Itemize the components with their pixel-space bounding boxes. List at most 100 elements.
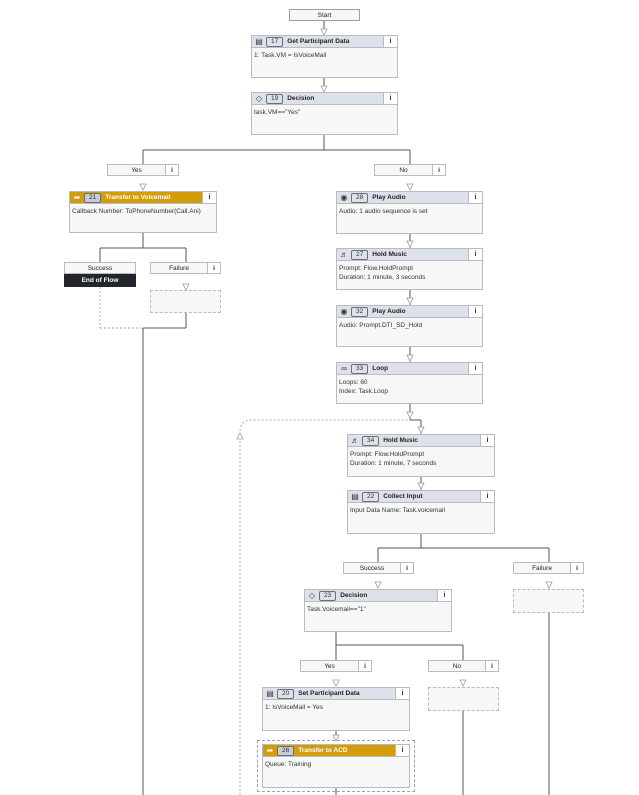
node-number: 26 xyxy=(277,745,295,756)
branch-yes-1[interactable]: Yes i xyxy=(107,164,179,176)
database-icon: ▤ xyxy=(255,37,263,46)
transfer-icon: ➦ xyxy=(73,193,81,202)
node-detail: Duration: 1 minute, 3 seconds xyxy=(339,274,426,281)
node-detail: Prompt: Flow.HoldPrompt xyxy=(339,265,414,272)
branch-label: Failure xyxy=(532,564,552,572)
node-detail: Callback Number: ToPhoneNumber(Call.Ani) xyxy=(72,208,201,215)
info-icon[interactable]: i xyxy=(480,435,494,446)
node-title: Play Audio xyxy=(372,308,406,315)
info-icon[interactable]: i xyxy=(202,192,216,203)
info-icon[interactable]: i xyxy=(383,36,397,47)
node-title: Decision xyxy=(287,95,315,102)
info-icon[interactable]: i xyxy=(468,306,482,317)
music-icon: ♬ xyxy=(351,436,359,445)
end-of-flow[interactable]: End of Flow xyxy=(64,274,136,287)
info-icon[interactable]: i xyxy=(207,263,220,273)
branch-label: Yes xyxy=(131,166,142,174)
node-title: Get Participant Data xyxy=(287,38,350,45)
branch-no-1[interactable]: No i xyxy=(374,164,446,176)
branch-success-2[interactable]: Success i xyxy=(343,562,414,574)
empty-drop-target[interactable] xyxy=(513,589,584,613)
node-title: Play Audio xyxy=(372,194,406,201)
empty-drop-target[interactable] xyxy=(428,687,499,711)
info-icon[interactable]: i xyxy=(432,165,445,175)
info-icon[interactable]: i xyxy=(437,590,451,601)
play-icon: ◉ xyxy=(340,193,348,202)
link-icon: ∞ xyxy=(341,364,347,373)
info-icon[interactable]: i xyxy=(395,745,409,756)
node-number: 32 xyxy=(351,306,369,317)
info-icon[interactable]: i xyxy=(383,93,397,104)
branch-label: Failure xyxy=(169,264,189,272)
node-detail: 1: IsVoiceMail = Yes xyxy=(265,704,323,711)
branch-label: No xyxy=(399,166,408,174)
play-icon: ◉ xyxy=(340,307,348,316)
music-icon: ♬ xyxy=(340,250,348,259)
node-title: Hold Music xyxy=(383,437,418,444)
info-icon[interactable]: i xyxy=(358,661,371,671)
node-detail: Queue: Training xyxy=(265,761,312,768)
info-icon[interactable]: i xyxy=(395,688,409,699)
branch-no-2[interactable]: No i xyxy=(428,660,499,672)
empty-drop-target[interactable] xyxy=(150,290,221,313)
node-title: Loop xyxy=(372,365,389,372)
branch-failure-1[interactable]: Failure i xyxy=(150,262,221,274)
node-number: 21 xyxy=(84,192,102,203)
node-number: 33 xyxy=(351,363,369,374)
node-title: Collect Input xyxy=(383,493,423,500)
node-number: 28 xyxy=(351,192,369,203)
branch-label: Success xyxy=(359,564,385,572)
node-title: Transfer to ACD xyxy=(298,747,348,754)
node-number: 27 xyxy=(351,249,369,260)
diamond-icon: ◇ xyxy=(308,591,316,600)
transfer-icon: ➦ xyxy=(266,746,274,755)
branch-success-1[interactable]: Success xyxy=(64,262,136,274)
info-icon[interactable]: i xyxy=(480,491,494,502)
node-title: Hold Music xyxy=(372,251,407,258)
node-detail: task.VM=="Yes" xyxy=(254,109,301,116)
info-icon[interactable]: i xyxy=(485,661,498,671)
node-detail: Prompt: Flow.HoldPrompt xyxy=(350,451,425,458)
info-icon[interactable]: i xyxy=(570,563,583,573)
branch-label: No xyxy=(452,662,462,670)
start-label: Start xyxy=(317,11,332,19)
info-icon[interactable]: i xyxy=(468,192,482,203)
node-number: 19 xyxy=(266,93,284,104)
branch-failure-2[interactable]: Failure i xyxy=(513,562,584,574)
database-icon: ▤ xyxy=(266,689,274,698)
selection-outline xyxy=(257,740,415,792)
node-number: 17 xyxy=(266,36,284,47)
node-number: 34 xyxy=(362,435,380,446)
database-icon: ▤ xyxy=(351,492,359,501)
node-title: Decision xyxy=(340,592,368,599)
node-number: 23 xyxy=(319,590,337,601)
node-detail: Duration: 1 minute, 7 seconds xyxy=(350,460,437,467)
node-detail: 1: Task.VM = IsVoiceMail xyxy=(254,52,327,59)
node-title: Transfer to Voicemail xyxy=(105,194,171,201)
node-number: 22 xyxy=(362,491,380,502)
start-node[interactable]: Start xyxy=(289,9,360,21)
node-detail: Task.Voicemail=="1" xyxy=(307,606,366,613)
node-detail: Input Data Name: Task.voicemail xyxy=(350,507,445,514)
node-detail: Loops: 60 xyxy=(339,379,368,386)
info-icon[interactable]: i xyxy=(400,563,413,573)
info-icon[interactable]: i xyxy=(468,249,482,260)
node-title: Set Participant Data xyxy=(298,690,360,697)
info-icon[interactable]: i xyxy=(165,165,178,175)
info-icon[interactable]: i xyxy=(468,363,482,374)
